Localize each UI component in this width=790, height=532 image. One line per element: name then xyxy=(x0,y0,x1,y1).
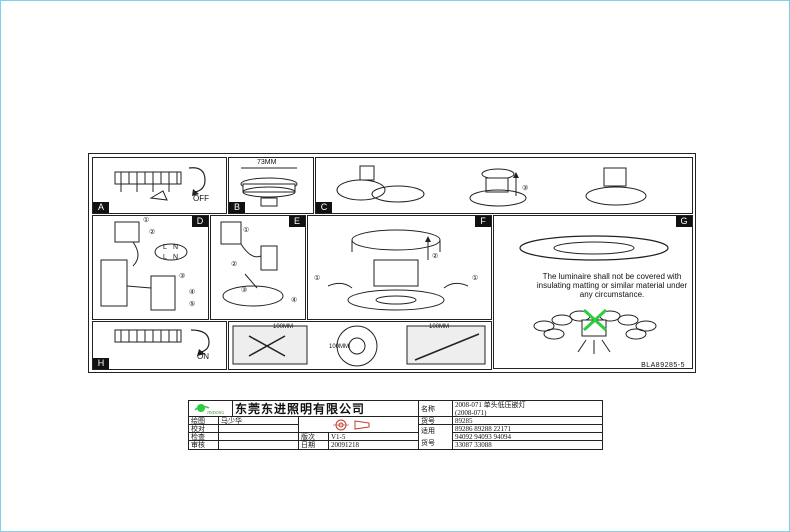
panel-d-step-1: ① xyxy=(143,217,150,224)
row-value-inspect xyxy=(219,433,299,441)
applies-value-2: 94092 94093 94094 xyxy=(453,433,602,441)
row-value-audit xyxy=(219,441,299,449)
instruction-sheet: OFF A 73MM B ③ C xyxy=(88,153,696,373)
panel-f-step-2: ② xyxy=(432,253,439,260)
terminal-l-1: L xyxy=(163,244,167,251)
row-label-draw: 绘图 xyxy=(189,417,219,425)
panel-e-label: E xyxy=(289,216,305,227)
panel-f-drawing xyxy=(327,229,469,311)
panel-h-label: H xyxy=(93,358,109,369)
panel-f-label: F xyxy=(475,216,491,227)
name-value-2: (2008-071) xyxy=(453,409,602,417)
insulation-warning: The luminaire shall not be covered with … xyxy=(536,272,688,299)
panel-e-drawing xyxy=(220,221,284,307)
drawing-code: BLA89285-5 xyxy=(641,362,685,369)
panel-i-drawing xyxy=(232,325,486,367)
terminal-l-2: L xyxy=(163,254,167,261)
panel-f-step-1-left: ① xyxy=(314,275,321,282)
dimension-1: 100MM xyxy=(273,324,294,330)
panel-g-drawing xyxy=(519,235,669,354)
version-label: 版次 xyxy=(299,433,329,441)
date-label: 日期 xyxy=(299,441,329,449)
panel-d-drawing xyxy=(100,221,188,311)
panel-d-label: D xyxy=(192,216,208,227)
terminal-n-2: N xyxy=(173,254,179,261)
panel-d-step-5: ⑤ xyxy=(189,301,196,308)
applies-label-2: 货号 xyxy=(419,437,453,449)
panel-d: ① ② ③ ④ ⑤ L N L N D xyxy=(92,215,209,320)
row-value-check xyxy=(219,425,299,433)
row-label-inspect: 检查 xyxy=(189,433,219,441)
applies-value-3: 33087 33088 xyxy=(455,441,492,449)
panel-a-label: A xyxy=(93,202,109,213)
applies-label-1: 适用 xyxy=(419,425,453,437)
panel-c: ③ C xyxy=(315,157,693,214)
row-label-check: 校对 xyxy=(189,425,219,433)
panel-h: ON H xyxy=(92,321,227,370)
panel-d-step-4: ④ xyxy=(189,289,196,296)
panel-b: 73MM B xyxy=(228,157,314,214)
panel-e-step-1: ① xyxy=(243,227,250,234)
dimension-2: 100MM xyxy=(329,344,350,350)
panel-b-label: B xyxy=(229,202,245,213)
panel-d-step-2: ② xyxy=(149,229,156,236)
panel-i: 100MM 100MM 100MM xyxy=(228,321,492,370)
panel-a-drawing xyxy=(114,167,206,201)
panel-c-label: C xyxy=(316,202,332,213)
panel-f: ① ② ① F xyxy=(307,215,492,320)
item-value: 89285 xyxy=(453,417,602,425)
panel-b-drawing xyxy=(240,167,298,207)
applies-value-1: 89286 89288 22171 xyxy=(453,425,602,433)
name-value-1: 2008-071 单头低压嵌灯 xyxy=(455,401,526,409)
version-value: V1-5 xyxy=(329,433,419,441)
panel-e-step-3: ③ xyxy=(241,287,248,294)
panel-e-step-2: ② xyxy=(231,261,238,268)
panel-f-step-1-right: ① xyxy=(472,275,479,282)
panel-e: ① ② ③ ④ E xyxy=(210,215,306,320)
terminal-n-1: N xyxy=(173,244,179,251)
row-label-audit: 审核 xyxy=(189,441,219,449)
logo-text: JINDONG xyxy=(207,410,225,415)
projection-symbol-icon xyxy=(333,419,370,431)
item-label: 货号 xyxy=(419,417,453,425)
company-logo xyxy=(194,404,210,412)
panel-g-label: G xyxy=(676,216,692,227)
projection-symbol-cell xyxy=(299,417,419,433)
title-block: JINDONG 东莞东进照明有限公司 绘图 马少华 校对 检查 审核 版次 V1… xyxy=(188,400,603,450)
panel-g: The luminaire shall not be covered with … xyxy=(493,215,693,369)
panel-c-step: ③ xyxy=(522,185,529,192)
off-label: OFF xyxy=(193,194,209,203)
dimension-73mm: 73MM xyxy=(257,159,277,166)
panel-c-drawing xyxy=(336,165,647,207)
on-label: ON xyxy=(197,352,209,361)
panel-e-step-4: ④ xyxy=(291,297,298,304)
panel-a: OFF A xyxy=(92,157,227,214)
logo-cell: JINDONG xyxy=(189,401,233,417)
date-value: 20091218 xyxy=(329,441,419,449)
company-name: 东莞东进照明有限公司 xyxy=(233,401,419,417)
dimension-3: 100MM xyxy=(429,324,450,330)
row-value-draw: 马少华 xyxy=(219,417,299,425)
panel-h-drawing xyxy=(114,329,210,356)
panel-d-step-3: ③ xyxy=(179,273,186,280)
name-label: 名称 xyxy=(419,401,453,417)
